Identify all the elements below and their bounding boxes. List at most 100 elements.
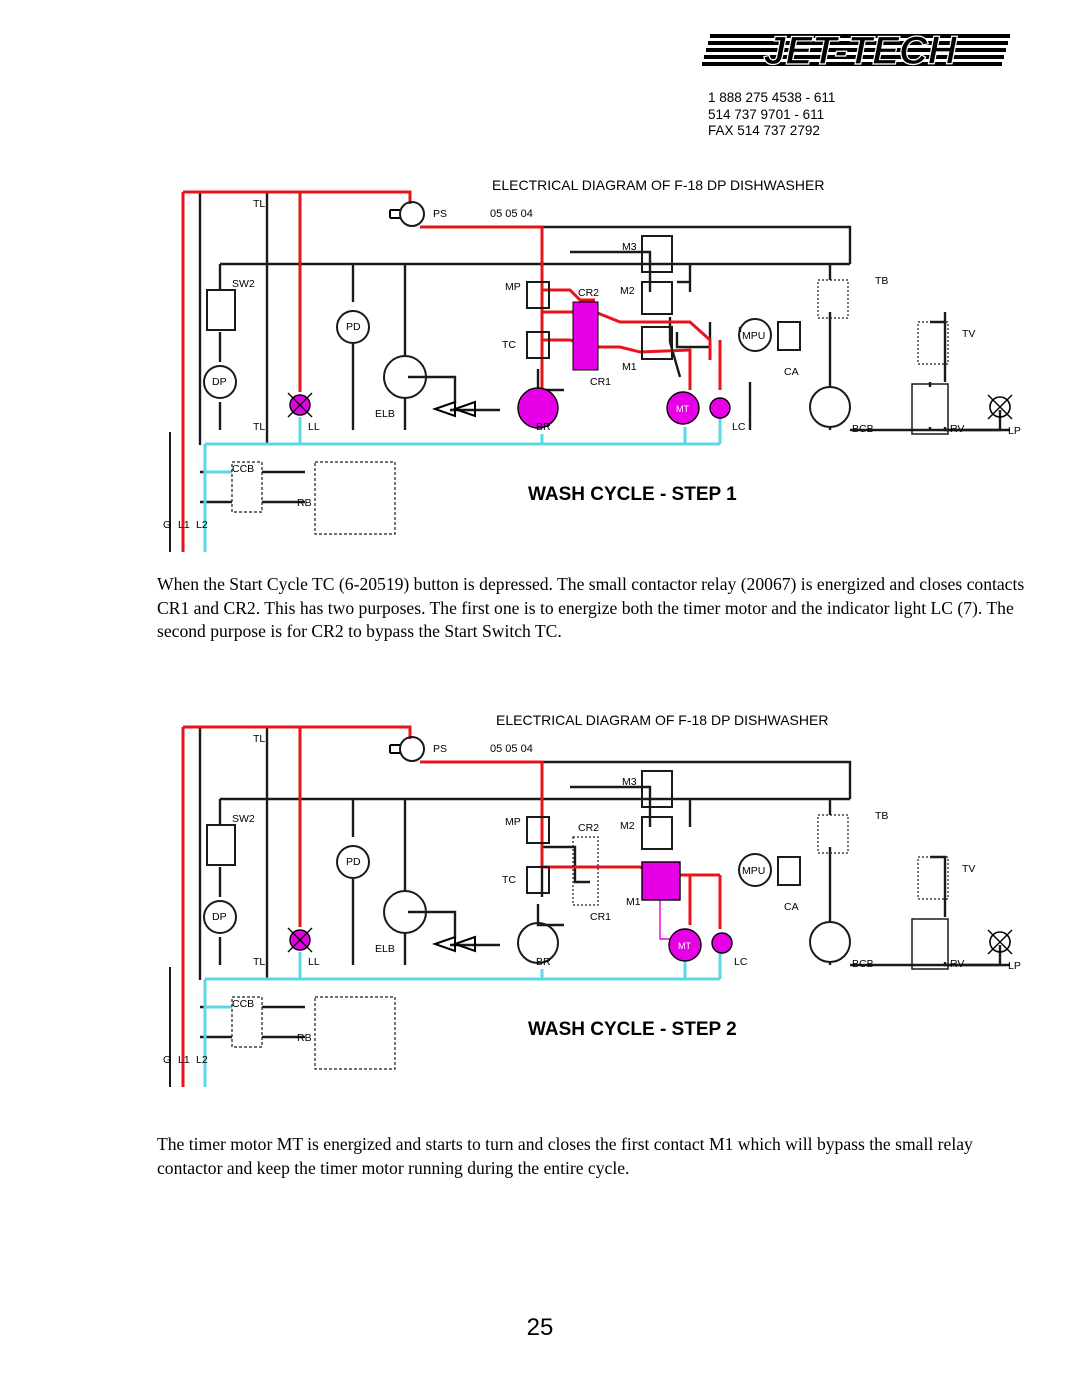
step-title: WASH CYCLE - STEP 1 <box>528 484 737 505</box>
mt-timer-motor-icon <box>666 391 700 425</box>
mpu-pump-icon <box>738 853 772 887</box>
label-ps: PS <box>433 743 447 755</box>
rb-heater-bank-icon <box>314 996 396 1070</box>
lp-lamp-icon <box>989 931 1011 953</box>
phone-line-2: 514 737 9701 - 611 <box>708 106 825 122</box>
label-mt: MT <box>676 404 689 414</box>
step-title: WASH CYCLE - STEP 2 <box>528 1019 737 1040</box>
wiring <box>198 192 1010 504</box>
mp-contact-icon <box>526 281 550 309</box>
bcb-heater-icon <box>809 921 851 963</box>
label-ll: LL <box>308 956 320 968</box>
elb-heater-icon <box>383 890 427 934</box>
tv-thermostat-icon <box>917 321 949 365</box>
label-tl: TL <box>253 198 265 210</box>
diagram-title: ELECTRICAL DIAGRAM OF F-18 DP DISHWASHER <box>492 177 824 193</box>
label-bcb: BCB <box>852 423 874 435</box>
label-mp: MP <box>505 816 521 828</box>
label-m2: M2 <box>620 820 635 832</box>
label-m1: M1 <box>626 896 641 908</box>
label-g: G <box>163 519 171 531</box>
ll-lamp-rays-icon <box>287 392 313 418</box>
pressure-switch-icon <box>399 736 425 762</box>
electrical-diagram-step-2: ELECTRICAL DIAGRAM OF F-18 DP DISHWASHER… <box>163 712 1021 1087</box>
phone-line-1: 1 888 275 4538 - 611 <box>708 90 836 105</box>
label-br: BR <box>536 421 551 433</box>
label-rb: RB <box>297 497 312 509</box>
label-ca: CA <box>784 901 799 913</box>
dp-circle-icon <box>203 900 237 934</box>
bcb-heater-icon <box>809 386 851 428</box>
sw2-switch-icon <box>206 824 236 866</box>
m2-contact-icon <box>641 816 673 850</box>
label-dp: DP <box>212 911 227 923</box>
ps-arrow-icon <box>389 209 400 219</box>
ps-arrow-icon <box>389 744 400 754</box>
label-cr2: CR2 <box>578 822 599 834</box>
timer-link-line <box>659 897 670 940</box>
sw2-switch-icon <box>206 289 236 331</box>
elb-heater-icon <box>383 355 427 399</box>
neutral-lines <box>203 412 722 552</box>
label-tl-bottom: TL <box>253 421 265 433</box>
mpu-pump-icon <box>738 318 772 352</box>
jet-tech-logo: JET-TECH <box>702 28 1010 74</box>
label-rb: RB <box>297 1032 312 1044</box>
label-l2: L2 <box>196 519 208 531</box>
cr-relay-icon <box>572 836 599 906</box>
paragraph-step-1: When the Start Cycle TC (6-20519) button… <box>157 574 1025 641</box>
label-m1: M1 <box>622 361 637 373</box>
dp-circle-icon <box>203 365 237 399</box>
paragraph-step-2: The timer motor MT is energized and star… <box>157 1134 973 1178</box>
m2-contact-icon <box>641 281 673 315</box>
label-lp: LP <box>1008 425 1021 437</box>
label-ccb: CCB <box>232 463 254 475</box>
label-pd: PD <box>346 321 361 333</box>
label-cr1: CR1 <box>590 911 611 923</box>
ccb-breaker-icon <box>231 996 263 1048</box>
label-ll: LL <box>308 421 320 433</box>
label-sw2: SW2 <box>232 813 255 825</box>
ground-wire <box>169 967 171 1087</box>
lp-lamp-icon <box>989 396 1011 418</box>
wiring <box>198 727 1010 1039</box>
mp-contact-icon <box>526 816 550 844</box>
pd-circle-icon <box>336 845 370 879</box>
label-bcb: BCB <box>852 958 874 970</box>
tc-contact-icon <box>526 866 550 894</box>
components <box>203 736 1013 1070</box>
diagram-date: 05 05 04 <box>490 743 533 755</box>
components <box>203 201 1013 535</box>
mt-timer-motor-icon <box>668 928 702 962</box>
fax-line: FAX 514 737 2792 <box>708 123 820 138</box>
label-pd: PD <box>346 856 361 868</box>
rv-heater-icon <box>911 918 949 970</box>
label-sw2: SW2 <box>232 278 255 290</box>
tc-contact-icon <box>526 331 550 359</box>
rv-heater-icon <box>911 383 949 435</box>
m3-contact-icon <box>641 235 673 273</box>
label-mp: MP <box>505 281 521 293</box>
electrical-diagram-step-1: ELECTRICAL DIAGRAM OF F-18 DP DISHWASHER… <box>163 177 1021 552</box>
tv-thermostat-icon <box>917 856 949 900</box>
label-mpu: MPU <box>742 865 765 877</box>
logo-text: JET-TECH <box>763 29 957 73</box>
br-heater-icon <box>517 387 559 429</box>
label-tb: TB <box>875 810 888 822</box>
label-m3: M3 <box>622 776 637 788</box>
label-m3: M3 <box>622 241 637 253</box>
page-number: 25 <box>526 1314 554 1341</box>
diagram-date: 05 05 04 <box>490 208 533 220</box>
label-elb: ELB <box>375 943 395 955</box>
label-mt: MT <box>678 941 691 951</box>
label-cr1: CR1 <box>590 376 611 388</box>
label-tc: TC <box>502 874 516 886</box>
rb-heater-bank-icon <box>314 461 396 535</box>
m1-contact-icon <box>641 326 673 360</box>
ground-wire <box>169 432 171 552</box>
label-lc: LC <box>732 421 746 433</box>
label-mpu: MPU <box>742 330 765 342</box>
label-cr2: CR2 <box>578 287 599 299</box>
m1-contact-icon <box>641 861 681 901</box>
label-tv: TV <box>962 328 975 340</box>
